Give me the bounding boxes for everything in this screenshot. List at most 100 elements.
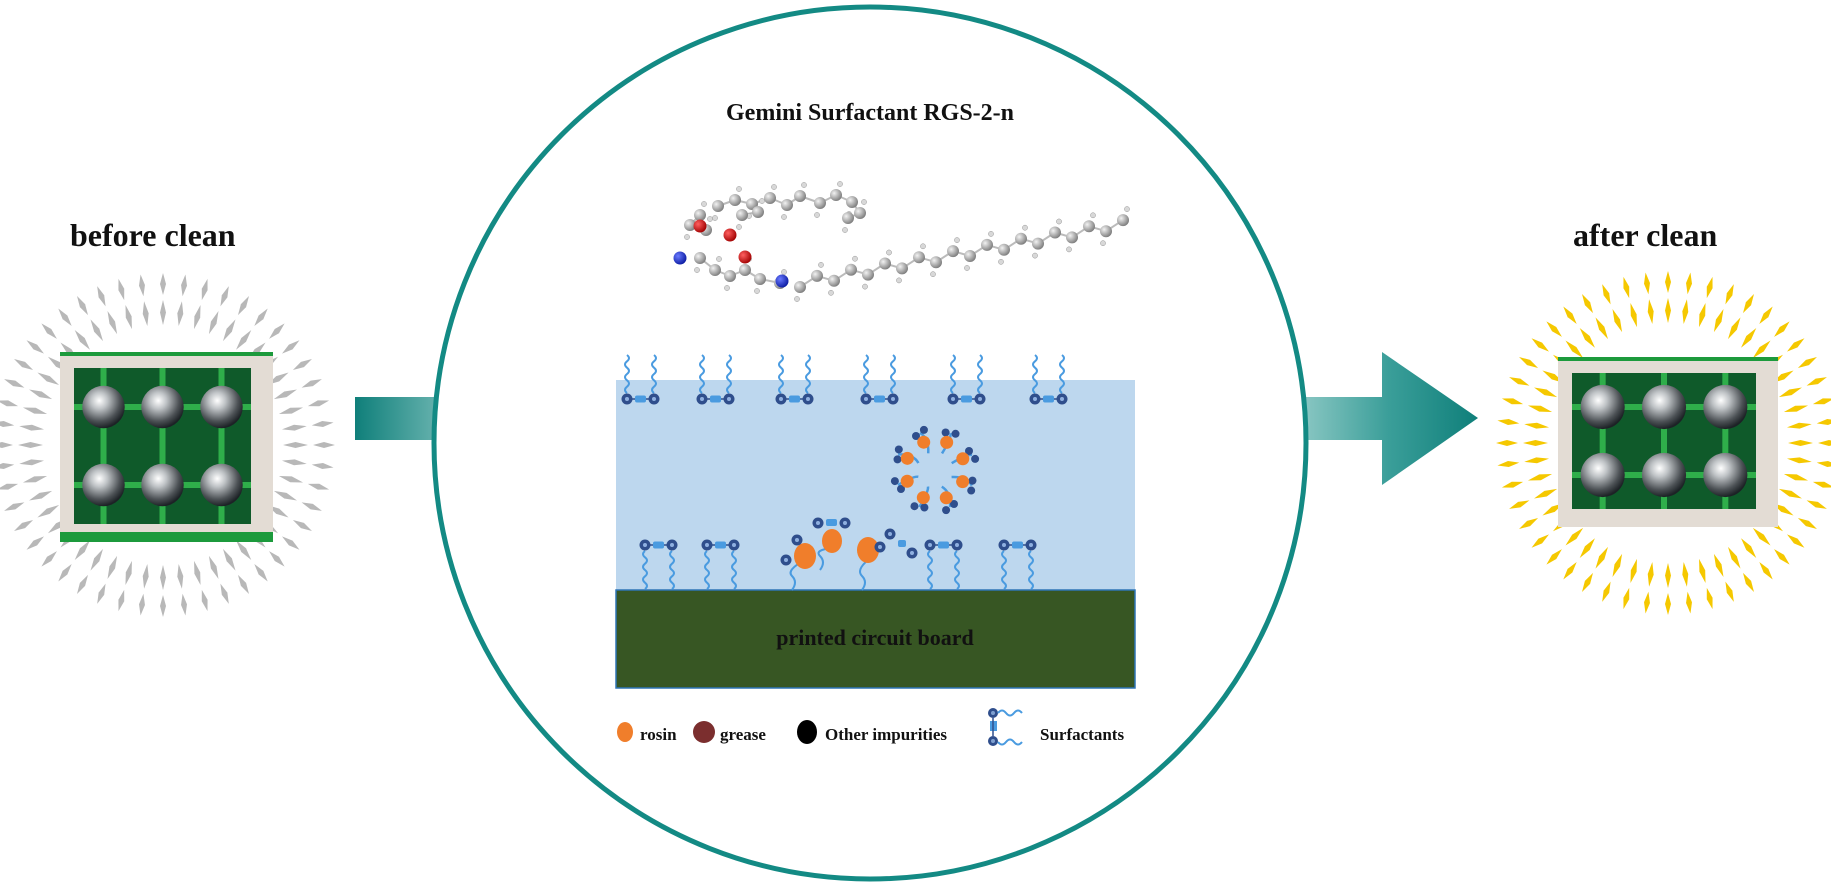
ray <box>90 548 103 571</box>
ray <box>282 340 300 354</box>
atom-c <box>794 190 806 202</box>
atom-c <box>752 206 764 218</box>
ray <box>18 442 43 448</box>
ray <box>1612 309 1623 333</box>
ray <box>1774 321 1790 337</box>
ray <box>1519 518 1539 529</box>
atom-c <box>998 243 1010 256</box>
atom-h <box>771 184 777 190</box>
micelle-head <box>949 500 958 509</box>
surfactant-head-core <box>727 397 731 401</box>
ray <box>1713 553 1724 577</box>
micelle-head <box>942 506 951 515</box>
atom-c <box>862 268 874 281</box>
atom-c <box>1100 225 1112 238</box>
surfactant-tail <box>669 550 675 590</box>
cluster-head-core <box>878 545 882 549</box>
ray <box>1524 457 1550 464</box>
atom-c <box>879 257 891 270</box>
ray <box>19 424 45 431</box>
atom-h <box>701 201 707 207</box>
impurity-dot-icon <box>797 720 817 744</box>
ray <box>269 551 285 567</box>
micelle-head <box>971 454 980 463</box>
ray <box>1527 405 1553 412</box>
atom-h <box>712 215 718 221</box>
ray <box>220 286 229 307</box>
trace <box>1599 373 1606 509</box>
ray <box>1818 440 1831 446</box>
ray <box>1509 377 1530 386</box>
ray <box>4 502 25 511</box>
atom-c <box>964 250 976 262</box>
ray <box>273 389 297 400</box>
ray <box>1728 317 1741 340</box>
ray <box>26 536 44 550</box>
cluster-head-core <box>784 558 788 562</box>
atom-c <box>947 245 959 258</box>
micelle-head <box>967 486 976 495</box>
ray <box>282 536 300 550</box>
ray <box>283 442 308 448</box>
ray <box>1665 271 1671 293</box>
ray <box>1741 327 1757 348</box>
ray <box>1741 538 1757 559</box>
ray <box>1725 284 1734 305</box>
atom-h <box>814 212 820 218</box>
surfactant-head-core <box>1002 543 1006 547</box>
ray <box>1602 284 1611 305</box>
cluster-tail <box>859 559 869 591</box>
atom-h <box>781 269 787 275</box>
surfactant-head-core <box>1029 543 1033 547</box>
surfactant-tail <box>1032 354 1038 394</box>
atom-c <box>913 251 925 264</box>
ray <box>1759 562 1773 580</box>
micelle-head <box>896 484 905 493</box>
ray <box>1725 581 1734 602</box>
solder-ball <box>200 385 243 429</box>
ray <box>1644 591 1650 614</box>
ray <box>194 560 201 586</box>
ray <box>1496 440 1518 446</box>
atom-h <box>801 182 807 188</box>
atom-h <box>754 288 760 294</box>
ray <box>1759 306 1773 324</box>
atom-h <box>1056 218 1062 225</box>
ray <box>1524 422 1550 429</box>
atom-h <box>1100 240 1106 247</box>
surfactant-tail <box>1001 550 1007 590</box>
surfactant-head-core <box>978 397 982 401</box>
ray <box>238 296 249 316</box>
ray <box>1797 518 1817 529</box>
before-clean-label: before clean <box>70 217 236 253</box>
ray <box>107 311 118 335</box>
surfactant-spacer <box>715 541 726 549</box>
micelle-head <box>919 425 928 434</box>
atom-o <box>738 250 752 264</box>
ray <box>1816 419 1831 425</box>
ray <box>301 379 322 388</box>
atom-c <box>1015 232 1027 245</box>
atom-c <box>754 273 766 285</box>
rosin-particle <box>939 491 953 505</box>
ray <box>1519 357 1539 368</box>
ray <box>1534 488 1558 499</box>
ray <box>74 329 90 350</box>
trace <box>1661 373 1667 509</box>
ray <box>1706 587 1713 610</box>
surfactant-head-core <box>955 543 959 547</box>
ray <box>201 278 208 301</box>
atom-h <box>998 258 1004 265</box>
atom-h <box>1066 246 1072 253</box>
micelle-head <box>890 477 899 486</box>
ray <box>0 400 19 407</box>
ray <box>1728 546 1741 569</box>
atom-c <box>794 281 806 293</box>
solder-ball <box>141 463 184 507</box>
surfactant-molecule <box>701 539 740 590</box>
legend-label-surfactants: Surfactants <box>1040 725 1124 744</box>
solder-ball <box>1580 452 1625 498</box>
surfactant-layer <box>621 354 1068 591</box>
ray <box>313 442 335 448</box>
atom-h <box>794 296 800 302</box>
